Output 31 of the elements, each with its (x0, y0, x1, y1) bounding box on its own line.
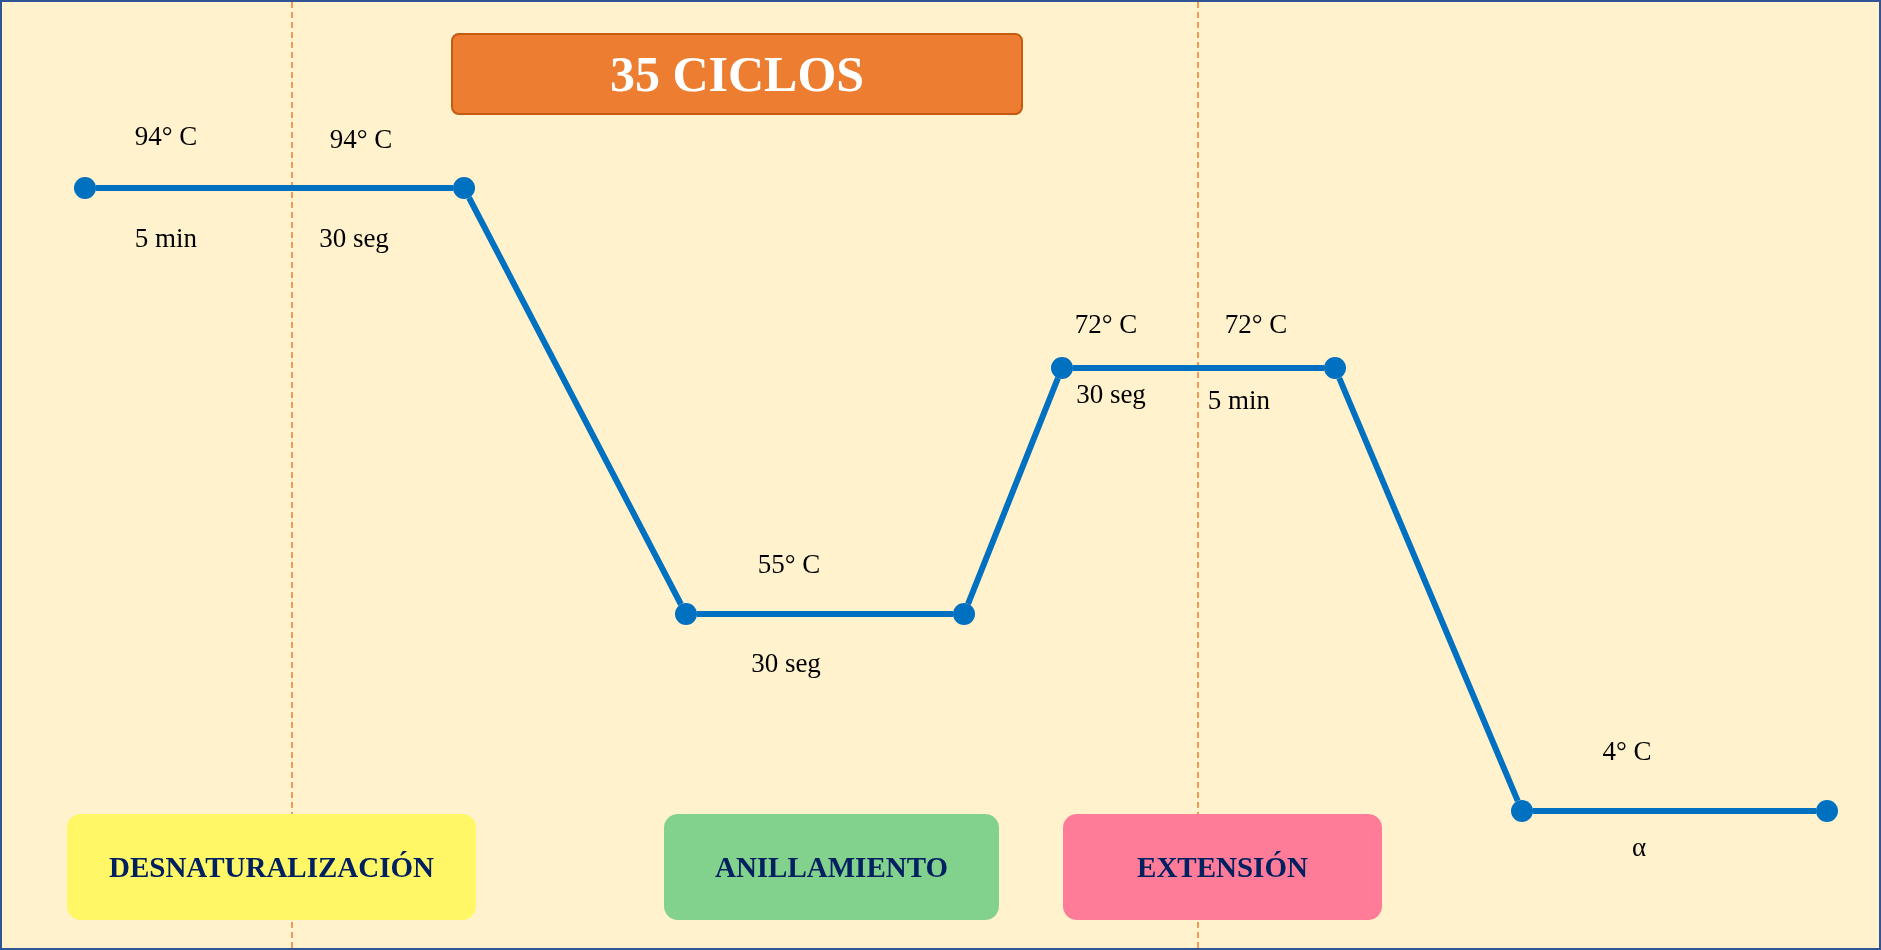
data-point (453, 177, 475, 199)
duration-label: 30 seg (319, 222, 389, 254)
temperature-label: 94° C (134, 120, 198, 152)
profile-line (1533, 808, 1816, 814)
phase-box: ANILLAMIENTO (664, 814, 999, 920)
duration-label: 30 seg (751, 647, 821, 679)
profile-line (1073, 365, 1324, 371)
temperature-label: 72° C (1074, 308, 1138, 340)
data-point (953, 603, 975, 625)
duration-label: 30 seg (1076, 378, 1146, 410)
data-point (1511, 800, 1533, 822)
data-point (1816, 800, 1838, 822)
temperature-label: 55° C (757, 548, 821, 580)
data-point (1324, 357, 1346, 379)
temperature-label: 94° C (329, 123, 393, 155)
phase-box: EXTENSIÓN (1063, 814, 1382, 920)
profile-line (1336, 376, 1521, 803)
profile-line (466, 196, 684, 606)
duration-label: α (1631, 831, 1647, 863)
duration-label: 5 min (1207, 384, 1271, 416)
data-point (675, 603, 697, 625)
data-point (74, 177, 96, 199)
temperature-label: 72° C (1224, 308, 1288, 340)
temperature-label: 4° C (1602, 735, 1652, 767)
title-banner: 35 CICLOS (451, 33, 1023, 115)
phase-box: DESNATURALIZACIÓN (67, 814, 476, 920)
profile-line (965, 377, 1061, 605)
duration-label: 5 min (134, 222, 198, 254)
data-point (1051, 357, 1073, 379)
profile-line (697, 611, 953, 617)
profile-line (96, 185, 453, 191)
